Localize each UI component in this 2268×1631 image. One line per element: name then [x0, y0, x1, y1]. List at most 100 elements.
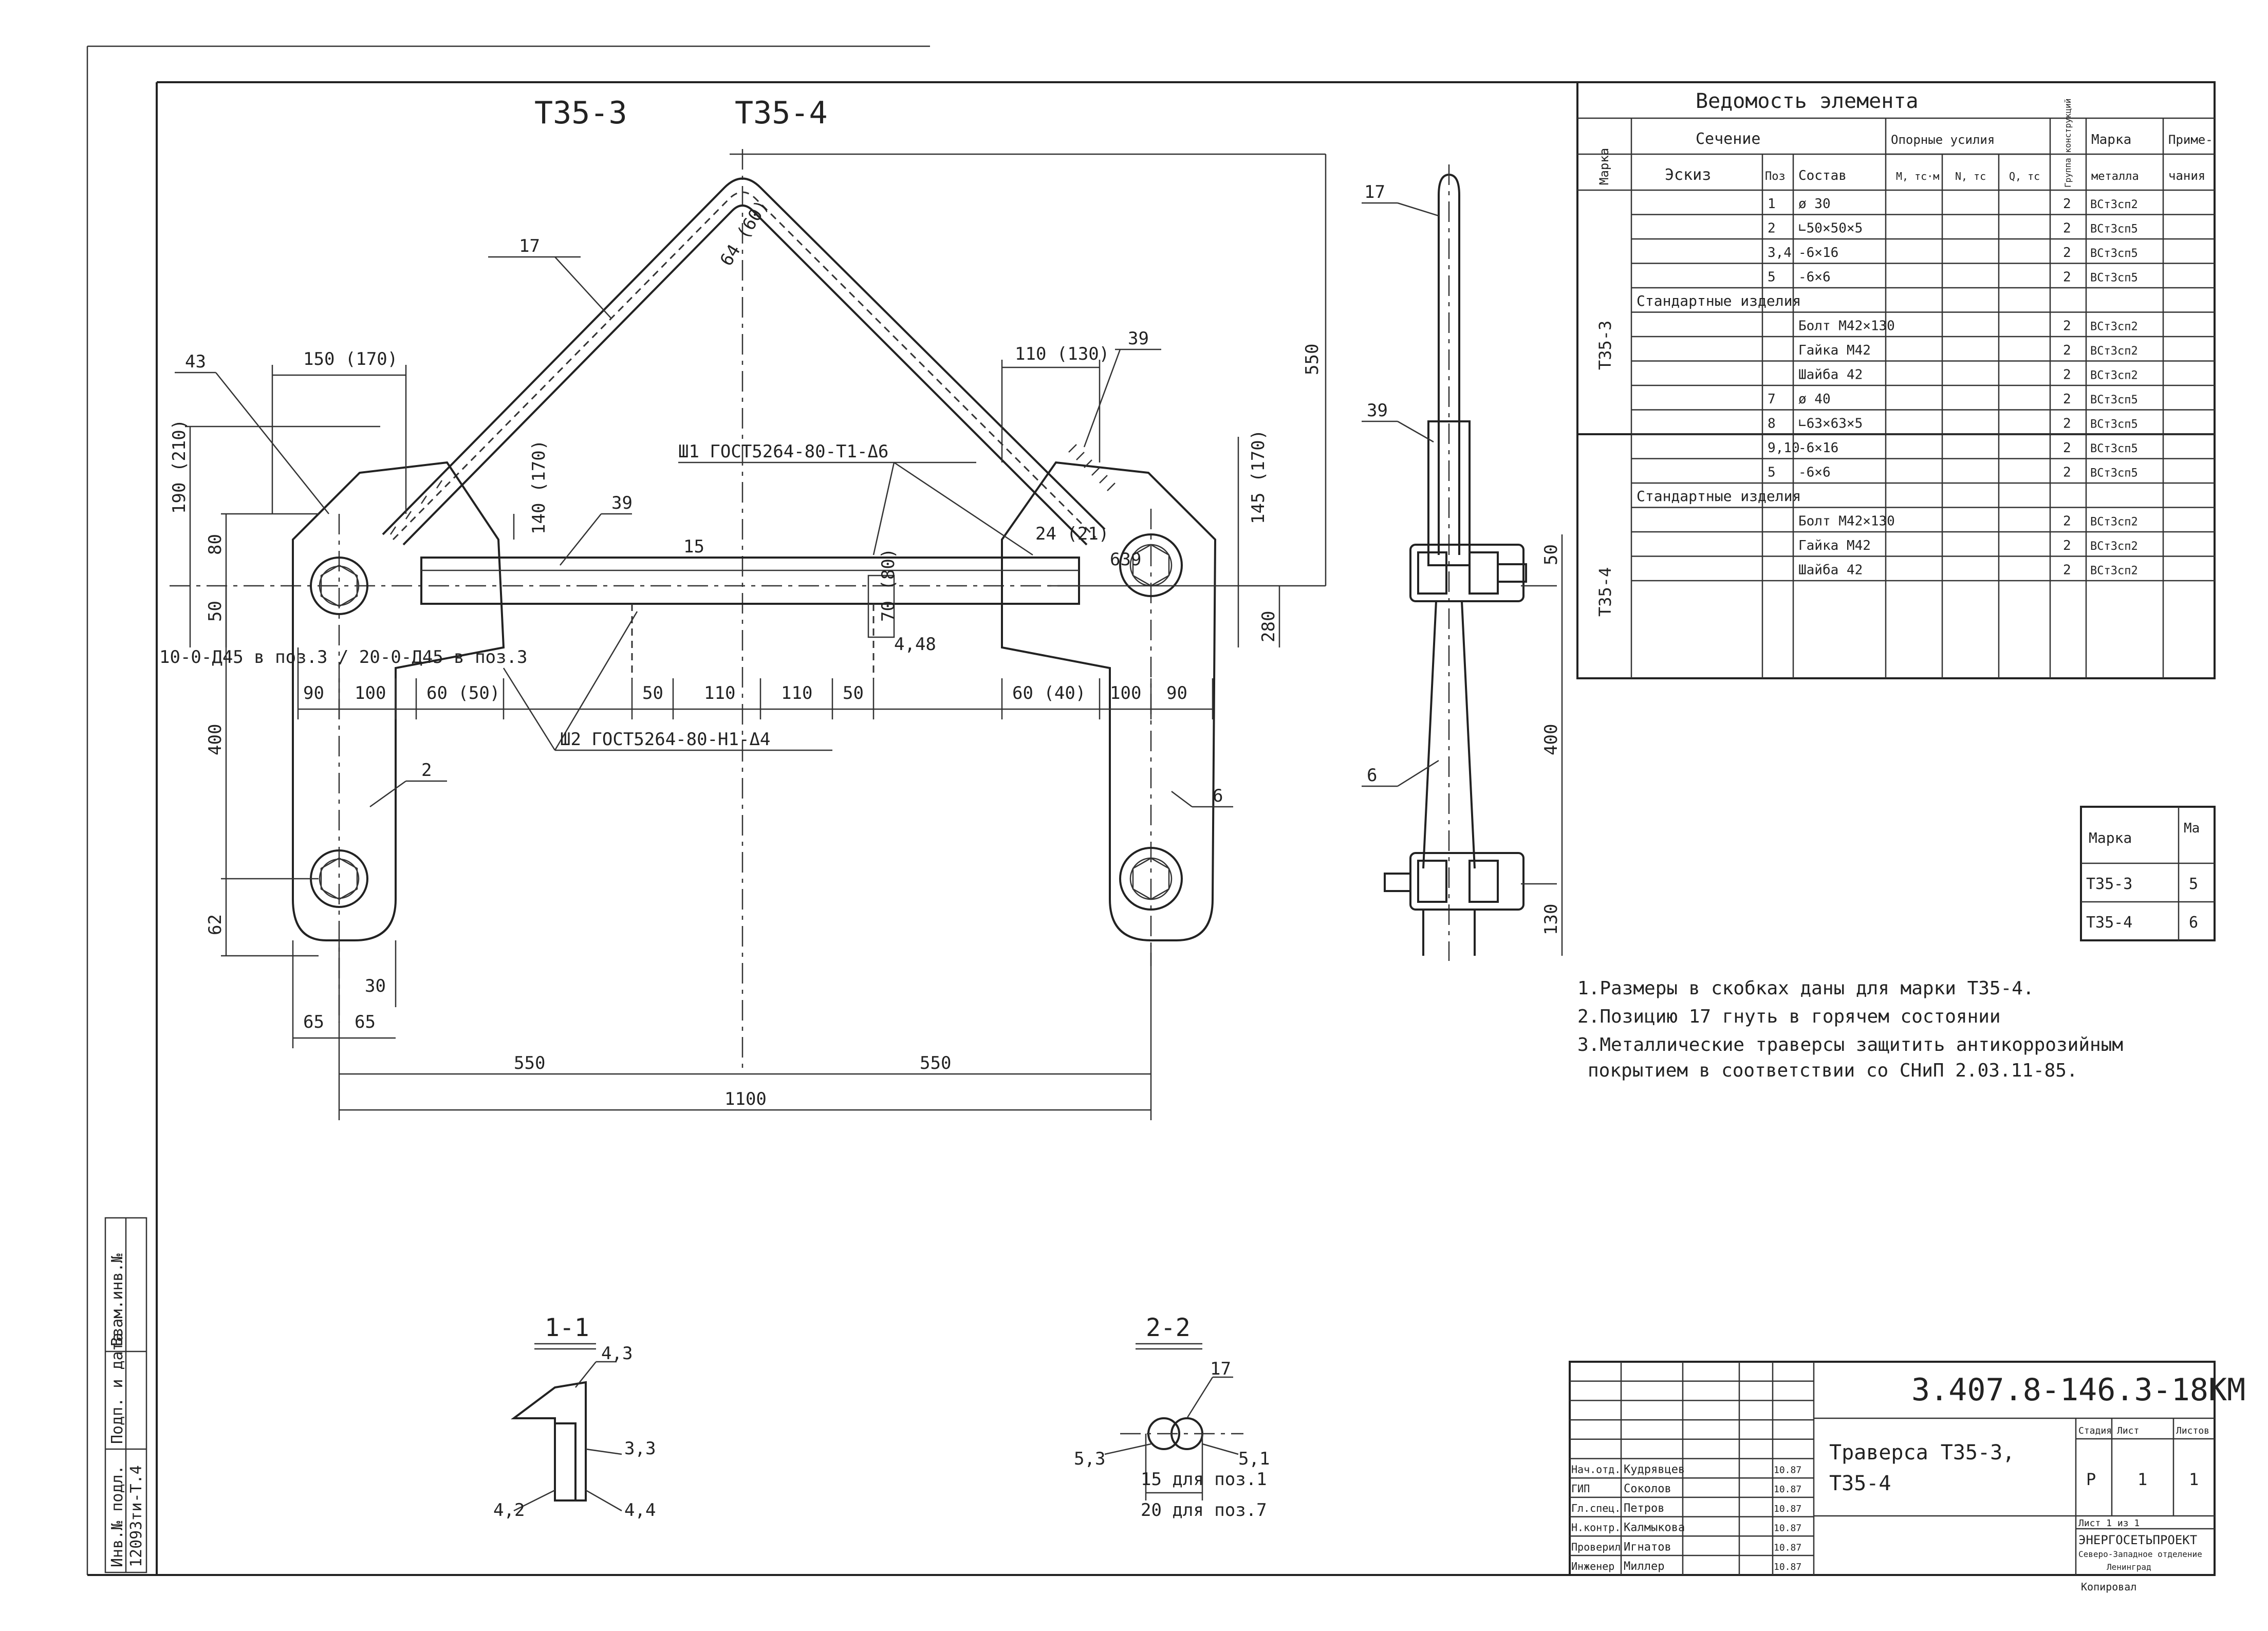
spec-row-pos: 3,4 — [1768, 245, 1792, 261]
person-role: ГИП — [1571, 1482, 1590, 1495]
pos-39-beam-label: 39 — [611, 493, 633, 513]
dim-90-left: 90 — [303, 683, 324, 703]
person-role: Нач.отд. — [1571, 1463, 1621, 1476]
dim-holes: 10-0-Д45 в поз.3 / 20-0-Д45 в поз.3 — [159, 647, 527, 668]
side-pos-17: 17 — [1364, 182, 1385, 202]
dim-140: 140 (170) — [529, 440, 549, 534]
spec-row-mat: ВСт3сп5 — [2090, 467, 2138, 480]
person-date: 10.87 — [1774, 1562, 1801, 1572]
mass-header-mass: Ма — [2184, 821, 2200, 836]
sec1-leader-d: 4,2 — [493, 1500, 525, 1521]
mass-row-2-val: 6 — [2189, 914, 2198, 932]
spec-table-title: Ведомость элемента — [1696, 89, 1918, 113]
dim-400-left: 400 — [205, 724, 226, 755]
stage-header: Стадия — [2078, 1425, 2112, 1436]
spec-row-mat: ВСт3сп5 — [2090, 418, 2138, 431]
sec1-leader-c: 4,4 — [624, 1500, 656, 1521]
dim-110-a: 110 — [704, 683, 735, 703]
spec-row-mat: ВСт3сп2 — [2090, 516, 2138, 529]
spec-row-pos: 9,10 — [1768, 440, 1800, 456]
spec-row-g: 2 — [2063, 343, 2071, 358]
header-metal: металла — [2091, 170, 2139, 183]
spec-row-g: 2 — [2063, 270, 2071, 285]
weld-label-2: Ш2 ГОСТ5264-80-Н1-Δ4 — [560, 729, 770, 750]
spec-row-comp: -6×16 — [1798, 245, 1838, 261]
side-pos-6: 6 — [1367, 765, 1377, 786]
header-mark-col: Марка — [1597, 148, 1611, 185]
std-items-header: Стандартные изделия — [1637, 488, 1801, 505]
angle-beam — [420, 557, 1080, 605]
mass-row-1-val: 5 — [2189, 875, 2198, 893]
note-1: 1.Размеры в скобках даны для марки Т35-4… — [1577, 978, 2034, 999]
spec-row-g: 2 — [2063, 465, 2071, 480]
person-name: Петров — [1624, 1502, 1664, 1515]
doc-name-2: Т35-4 — [1829, 1472, 1891, 1495]
section-2-2: 2-2 15 для поз.1 20 для поз.7 17 5,3 5,1 — [1074, 1313, 1270, 1521]
dim-65-b: 65 — [355, 1012, 376, 1032]
stage-value: Р — [2086, 1470, 2096, 1489]
header-pos: Поз — [1765, 170, 1786, 183]
person-name: Кудрявцев — [1624, 1463, 1685, 1476]
spec-row-g: 2 — [2063, 196, 2071, 212]
header-note: Приме- — [2168, 133, 2213, 147]
header-group: Группа конструкций — [2063, 99, 2073, 188]
spec-row-g: 2 — [2063, 319, 2071, 334]
bolt-left-bottom — [310, 849, 368, 908]
sec1-leader-a: 4,3 — [601, 1343, 633, 1364]
dim-80: 80 — [205, 534, 226, 555]
person-role: Инженер — [1571, 1560, 1614, 1572]
dim-110-b: 110 — [781, 683, 812, 703]
sec1-leader-b: 3,3 — [624, 1438, 656, 1459]
side-dim-130: 130 — [1541, 904, 1561, 935]
org-city: Ленинград — [2107, 1562, 2151, 1572]
dim-70: 70 (80) — [878, 548, 899, 622]
pos-2-label: 2 — [421, 760, 432, 781]
spec-row-mat: ВСт3сп2 — [2090, 198, 2138, 211]
spec-row-pos: 1 — [1768, 196, 1776, 212]
dim-145: 145 (170) — [1248, 430, 1269, 524]
spec-row-mat: ВСт3сп2 — [2090, 345, 2138, 358]
sec2-dim-20: 20 для поз.7 — [1141, 1500, 1267, 1521]
dim-100-left: 100 — [355, 683, 386, 703]
spec-row-pos: 5 — [1768, 270, 1776, 285]
spec-row-g: 2 — [2063, 538, 2071, 553]
spec-row-pos: 7 — [1768, 392, 1776, 407]
side-view: 50 400 130 17 39 6 — [1362, 164, 1563, 961]
spec-row-mat: ВСт3сп5 — [2090, 247, 2138, 260]
std-items-header: Стандартные изделия — [1637, 292, 1801, 309]
spec-row-comp: Гайка М42 — [1798, 538, 1871, 553]
spec-row-mat: ВСт3сп2 — [2090, 540, 2138, 553]
dim-150: 150 (170) — [303, 349, 398, 369]
sheet-sub: Лист 1 из 1 — [2078, 1518, 2140, 1529]
header-sketch: Эскиз — [1665, 166, 1711, 184]
person-name: Калмыкова — [1624, 1522, 1685, 1534]
header-n: N, тс — [1955, 170, 1986, 182]
section-2-title: 2-2 — [1146, 1313, 1191, 1342]
side-stamp: Взам.инв.№ Подп. и дата Инв.№ подл. 1209… — [104, 1217, 147, 1573]
spec-row-g: 2 — [2063, 514, 2071, 529]
spec-row-comp: Шайба 42 — [1798, 367, 1863, 383]
person-date: 10.87 — [1774, 1504, 1801, 1514]
side-pos-39: 39 — [1367, 400, 1388, 421]
header-forces: Опорные усилия — [1891, 133, 1995, 147]
spec-row-comp: -6×16 — [1798, 440, 1838, 456]
side-stamp-field-3: Инв.№ подл. — [108, 1465, 126, 1567]
sheet-value: 1 — [2137, 1470, 2147, 1489]
person-name: Миллер — [1624, 1560, 1664, 1573]
note-2: 2.Позицию 17 гнуть в горячем состоянии — [1577, 1006, 2001, 1027]
spec-row-comp: Болт М42×130 — [1798, 319, 1895, 334]
note-4: покрытием в соответствии со СНиП 2.03.11… — [1588, 1060, 2078, 1081]
spec-row-comp: ∟63×63×5 — [1798, 416, 1863, 432]
spec-row-mat: ВСт3сп2 — [2090, 369, 2138, 382]
spec-table: Ведомость элемента Сечение Эскиз Поз Сос… — [1576, 81, 2216, 679]
weld-label-1: Ш1 ГОСТ5264-80-Т1-Δ6 — [678, 441, 888, 462]
view-title-t35-4: Т35-4 — [735, 95, 828, 131]
dim-550-vertical: 550 — [1302, 344, 1323, 375]
header-mark: Марка — [2091, 132, 2131, 147]
dim-50-b: 50 — [642, 683, 663, 703]
mass-row-2-mark: Т35-4 — [2086, 914, 2132, 932]
dim-90-right: 90 — [1166, 683, 1187, 703]
note-3: 3.Металлические траверсы защитить антико… — [1577, 1034, 2123, 1055]
spec-row-g: 2 — [2063, 245, 2071, 261]
doc-name-1: Траверса Т35-3, — [1829, 1441, 2015, 1465]
